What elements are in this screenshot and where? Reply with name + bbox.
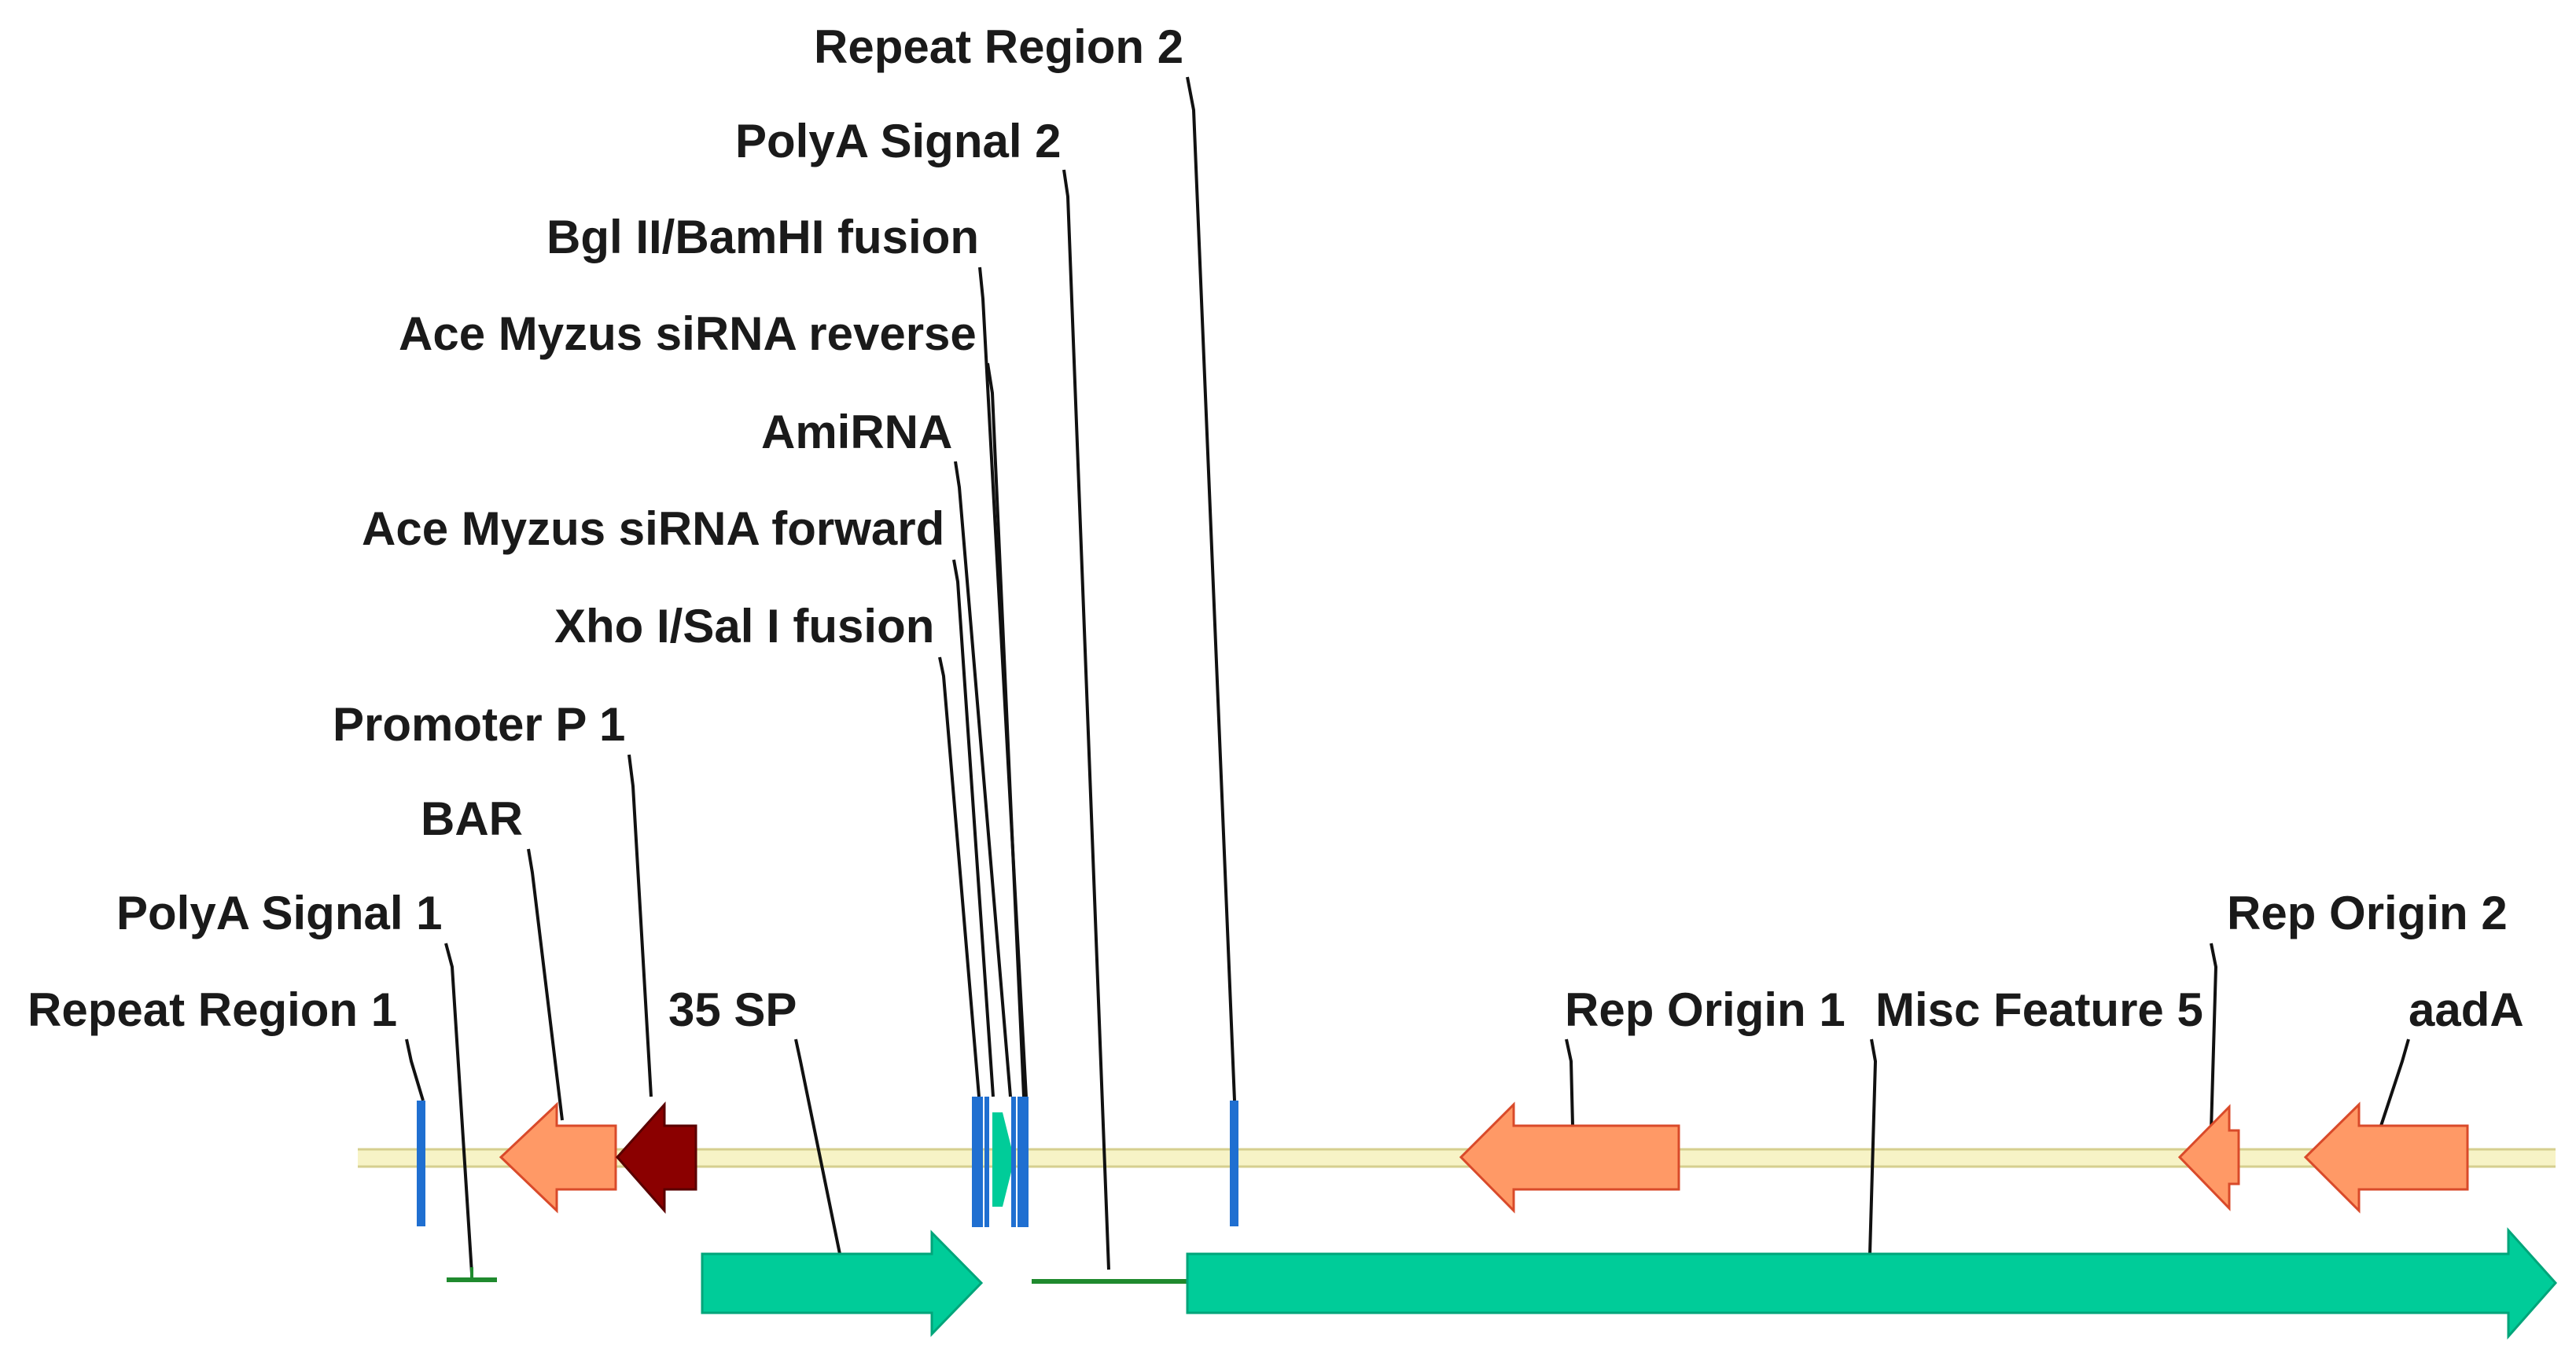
label-xho-sal-fusion: Xho I/Sal I fusion (554, 600, 934, 652)
repeat-region-1-marker (417, 1101, 425, 1226)
leader-lines (405, 76, 2410, 1274)
leader-35-sp (794, 1038, 841, 1255)
label-rep-origin-1: Rep Origin 1 (1565, 983, 1846, 1036)
label-polya-signal-2: PolyA Signal 2 (735, 115, 1062, 167)
label-rep-origin-2: Rep Origin 2 (2227, 887, 2508, 939)
label-ace-sirna-forward: Ace Myzus siRNA forward (362, 502, 944, 555)
leader-bar (527, 848, 564, 1121)
misc-feature-5-arrow (1186, 1227, 2558, 1340)
35-sp-arrow (701, 1229, 984, 1337)
aada-arrow (2303, 1101, 2469, 1214)
leader-aada (2379, 1038, 2410, 1127)
bgl-bamhi-fusion-marker (1018, 1097, 1029, 1227)
label-repeat-region-1: Repeat Region 1 (28, 983, 397, 1036)
label-polya-signal-1: PolyA Signal 1 (116, 887, 443, 939)
bar-arrow (499, 1101, 617, 1214)
leader-ace-sirna-reverse (986, 362, 1025, 1097)
label-35-sp: 35 SP (668, 983, 797, 1036)
ace-sirna-reverse-marker (1011, 1097, 1016, 1227)
leader-polya-signal-2 (1062, 169, 1110, 1270)
leader-repeat-region-2 (1186, 76, 1236, 1101)
leader-repeat-region-1 (405, 1038, 425, 1101)
rep-origin-1-arrow (1459, 1101, 1680, 1214)
leader-rep-origin-2 (2210, 943, 2218, 1131)
leader-rep-origin-1 (1565, 1038, 1574, 1127)
label-repeat-region-2: Repeat Region 2 (814, 20, 1183, 73)
promoter-p1-arrow (615, 1101, 697, 1214)
xho-sal-fusion-marker (972, 1097, 983, 1227)
leader-amirna (954, 461, 1012, 1097)
amirna-arrow (992, 1112, 1014, 1207)
rep-origin-2-arrow (2177, 1104, 2240, 1211)
label-bgl-bamhi-fusion: Bgl II/BamHI fusion (546, 211, 979, 263)
label-bar: BAR (421, 792, 523, 845)
label-aada: aadA (2409, 983, 2524, 1036)
leader-polya-signal-1 (444, 943, 473, 1274)
sequence-backbone (358, 1149, 2556, 1167)
leader-ace-sirna-forward (952, 559, 995, 1097)
label-amirna: AmiRNA (761, 406, 952, 458)
label-promoter-p1: Promoter P 1 (333, 698, 625, 751)
repeat-region-2-marker (1230, 1101, 1238, 1226)
leader-misc-feature-5 (1868, 1038, 1878, 1255)
leader-xho-sal-fusion (938, 656, 981, 1097)
leader-promoter-p1 (627, 754, 653, 1097)
label-misc-feature-5: Misc Feature 5 (1875, 983, 2203, 1036)
label-ace-sirna-reverse: Ace Myzus siRNA reverse (399, 307, 977, 360)
ace-sirna-forward-marker (984, 1097, 989, 1227)
